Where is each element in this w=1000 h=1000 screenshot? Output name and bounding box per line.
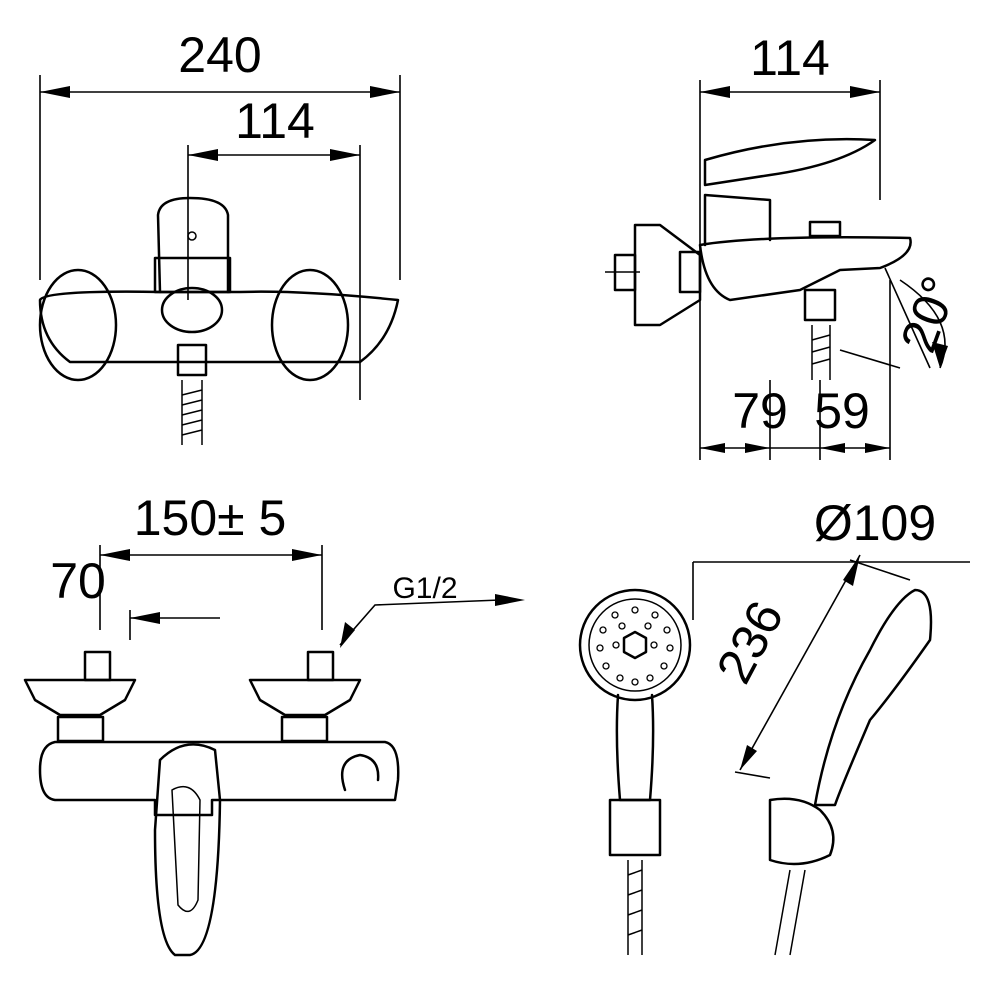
- dimension-inlet-spacing: 150± 5: [134, 490, 287, 546]
- dimension-depth-b: 59: [814, 383, 870, 439]
- label-thread: G1/2: [392, 572, 457, 605]
- side-view: 114 79 59 20°: [605, 30, 968, 460]
- top-view: 150± 5 70 G1/2: [23, 490, 525, 957]
- dimension-depth-a: 79: [732, 383, 788, 439]
- dimension-overall-width: 240: [178, 27, 261, 83]
- hand-shower-view: Ø109 236: [578, 495, 970, 956]
- dimension-shower-length: 236: [706, 592, 795, 692]
- front-view: 240 114: [38, 27, 401, 445]
- dimension-shower-diameter: Ø109: [814, 495, 936, 551]
- dimension-projection: 114: [750, 30, 830, 86]
- dimension-spray-angle: 20°: [890, 269, 968, 359]
- dimension-inlet-offset: 70: [50, 553, 106, 609]
- dimension-spout-offset: 114: [235, 93, 315, 149]
